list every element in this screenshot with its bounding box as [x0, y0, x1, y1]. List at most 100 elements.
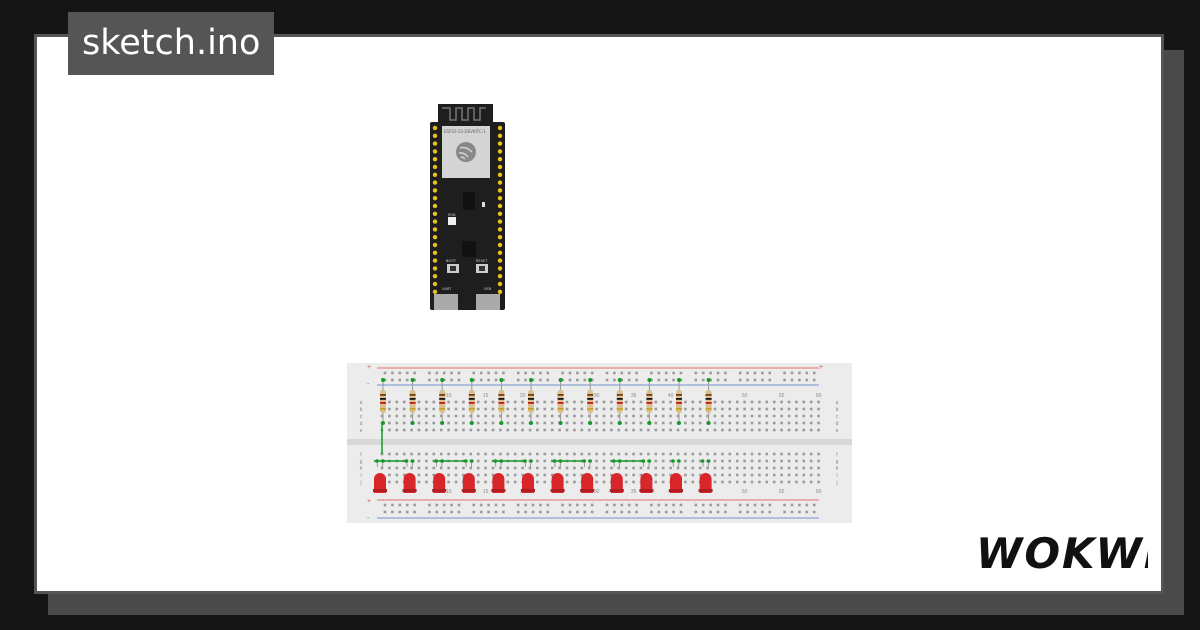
hole — [706, 428, 709, 432]
pin — [497, 227, 503, 232]
hole — [701, 371, 705, 375]
hole — [543, 421, 547, 425]
hole — [587, 428, 591, 432]
hole — [516, 378, 520, 382]
hole — [494, 503, 498, 507]
hole — [691, 466, 695, 470]
hole — [728, 400, 732, 404]
hole — [476, 480, 480, 484]
hole — [450, 378, 453, 382]
resistor[interactable] — [616, 378, 623, 425]
hole — [750, 400, 754, 404]
hole — [624, 407, 628, 411]
hole — [627, 503, 631, 507]
hole — [809, 407, 813, 411]
hole — [610, 407, 613, 411]
resistor[interactable] — [498, 378, 505, 425]
hole — [669, 428, 672, 432]
hole — [506, 428, 510, 432]
hole — [499, 452, 502, 456]
led[interactable] — [639, 459, 654, 493]
hole — [817, 473, 820, 477]
led[interactable] — [669, 459, 683, 493]
hole — [795, 421, 798, 425]
hole — [817, 480, 820, 484]
led[interactable] — [432, 459, 447, 493]
hole — [447, 466, 450, 470]
resistor[interactable] — [468, 378, 475, 425]
hole — [654, 473, 658, 477]
hole — [561, 510, 564, 514]
hole — [721, 459, 724, 463]
hole — [765, 428, 769, 432]
hole — [432, 473, 436, 477]
hole — [780, 480, 783, 484]
hole — [780, 428, 783, 432]
hole — [428, 378, 431, 382]
hole — [661, 414, 665, 418]
hole — [472, 503, 476, 507]
hole — [543, 459, 547, 463]
led[interactable] — [461, 459, 476, 493]
hole — [506, 473, 510, 477]
hole — [738, 503, 742, 507]
pin — [432, 266, 438, 271]
led[interactable] — [491, 459, 506, 493]
hole — [787, 400, 791, 404]
hole — [728, 407, 732, 411]
hole — [624, 421, 628, 425]
hole — [576, 503, 579, 507]
hole — [506, 466, 510, 470]
hole — [706, 414, 709, 418]
hole — [479, 503, 483, 507]
resistor[interactable] — [409, 378, 416, 425]
hole — [650, 503, 653, 507]
hole — [587, 466, 591, 470]
hole — [402, 428, 406, 432]
resistor[interactable] — [587, 378, 594, 425]
hole — [613, 510, 616, 514]
hole — [746, 371, 749, 375]
column-label: 55 — [779, 489, 785, 495]
hole — [573, 480, 576, 484]
hole — [462, 428, 465, 432]
hole — [550, 466, 554, 470]
hole — [809, 452, 813, 456]
hole — [462, 466, 465, 470]
resistor[interactable] — [380, 378, 386, 425]
hole — [713, 459, 717, 463]
hole — [743, 428, 746, 432]
resistor[interactable] — [705, 378, 712, 425]
hole — [613, 503, 616, 507]
resistor[interactable] — [528, 378, 534, 425]
resistor[interactable] — [439, 378, 446, 425]
led[interactable] — [521, 459, 535, 493]
led[interactable] — [550, 459, 565, 493]
hole — [780, 452, 783, 456]
led[interactable] — [609, 459, 624, 493]
hole — [632, 407, 635, 411]
led[interactable] — [580, 459, 595, 493]
hole — [524, 510, 527, 514]
resistor[interactable] — [557, 378, 564, 425]
hole — [536, 452, 539, 456]
hole — [521, 466, 524, 470]
hole — [442, 378, 446, 382]
resistor[interactable] — [676, 378, 682, 425]
hole — [753, 378, 757, 382]
hole — [521, 428, 524, 432]
hole — [546, 378, 550, 382]
hole — [654, 459, 658, 463]
led[interactable] — [402, 459, 417, 493]
led[interactable] — [698, 459, 713, 493]
hole — [684, 452, 687, 456]
hole — [539, 378, 542, 382]
hole — [580, 407, 584, 411]
hole — [676, 466, 680, 470]
hole — [568, 378, 572, 382]
resistor[interactable] — [646, 378, 653, 425]
hole — [539, 371, 542, 375]
led[interactable] — [373, 459, 387, 493]
hole — [521, 414, 524, 418]
hole — [805, 371, 809, 375]
